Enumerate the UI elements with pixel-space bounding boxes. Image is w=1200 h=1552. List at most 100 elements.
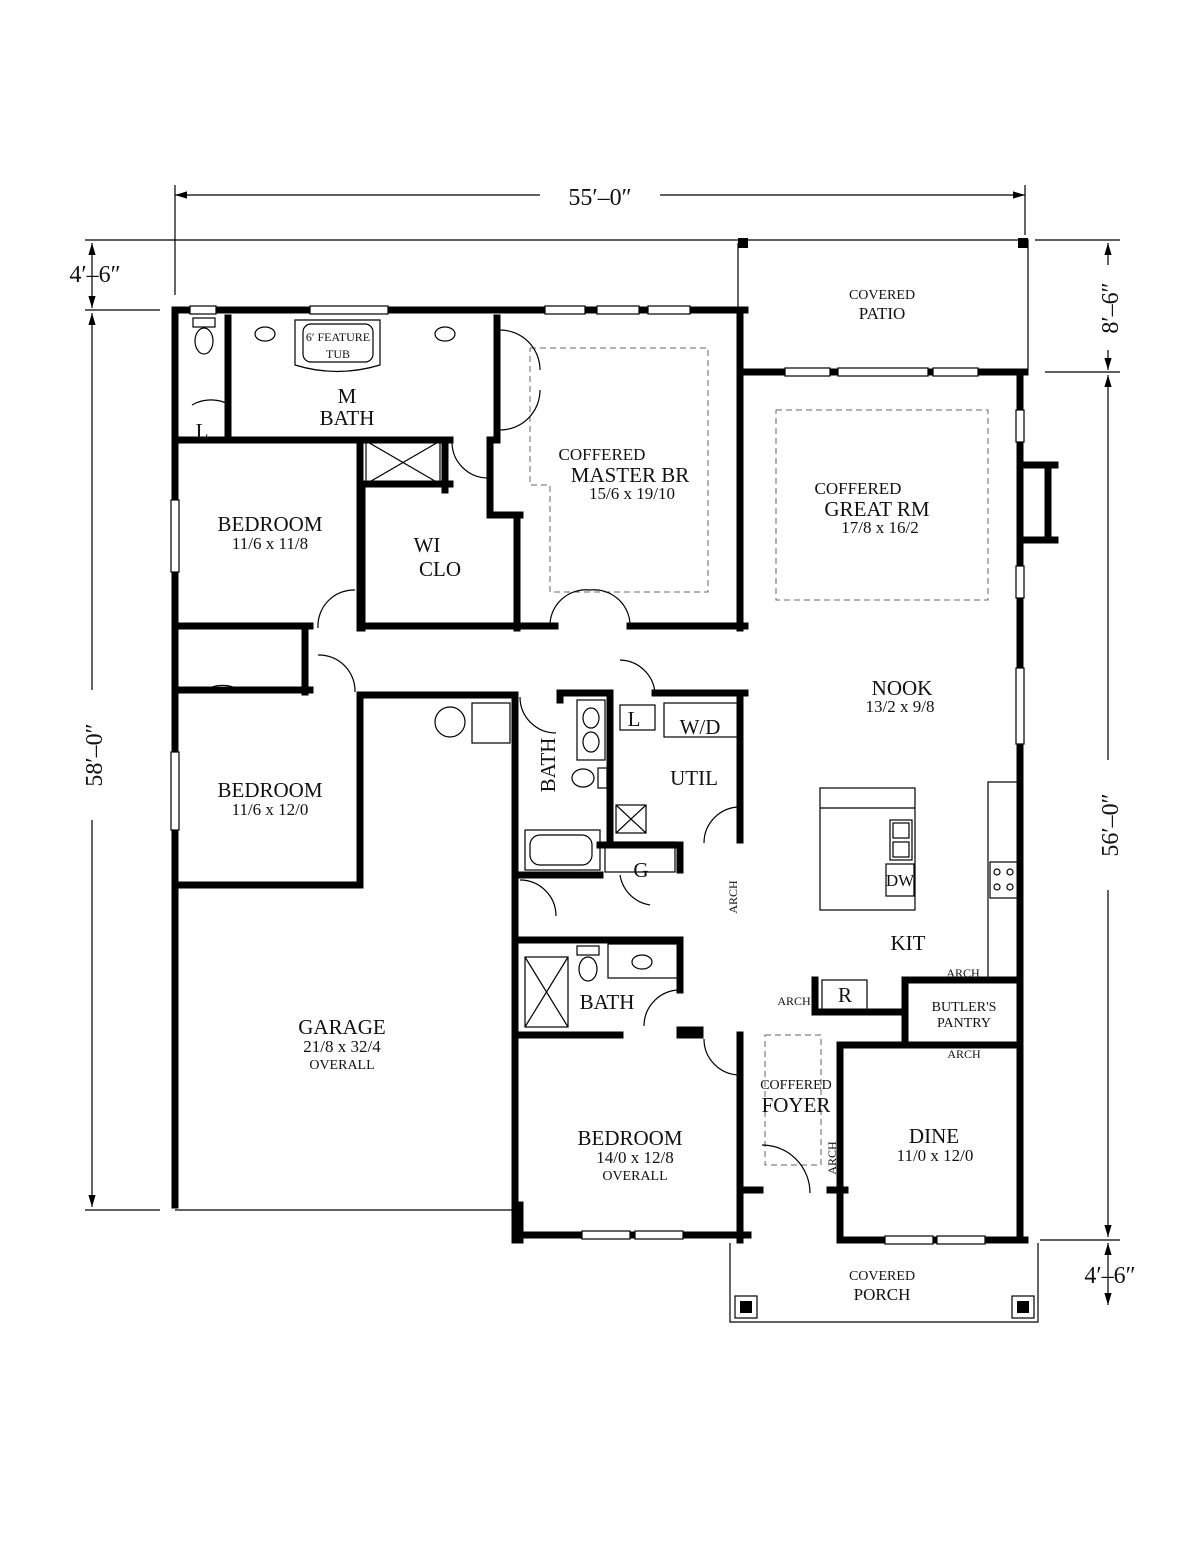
wall-segment [736, 306, 744, 632]
wall-segment [358, 480, 366, 632]
window [634, 1230, 684, 1240]
bedroom1-name: BEDROOM [217, 512, 322, 536]
dim-right-patio-depth: 8′–6″ [1098, 282, 1124, 333]
wall-segment [513, 511, 521, 632]
wall-segment [511, 1031, 624, 1039]
covered-patio-label-2: PATIO [859, 304, 906, 323]
door-swing[interactable] [519, 879, 557, 917]
wall-segment [171, 686, 249, 694]
covered-porch [729, 1243, 1039, 1323]
windows [170, 305, 1025, 1245]
feature-tub [294, 319, 381, 373]
sink-icon [607, 943, 679, 979]
wall-segment [356, 691, 364, 889]
door-swing[interactable] [204, 684, 241, 691]
wall-segment [811, 976, 819, 1016]
wall-segment [511, 691, 519, 1209]
covered-porch-label-2: PORCH [854, 1285, 911, 1304]
master-bath-label: M [338, 384, 357, 408]
wall-segment [241, 686, 314, 694]
doors [191, 329, 811, 1194]
bedroom3-name: BEDROOM [577, 1126, 682, 1150]
wall-segment [811, 1008, 909, 1016]
shower-icon [524, 956, 569, 1028]
door-swing[interactable] [317, 589, 356, 629]
wall-segment [171, 306, 749, 314]
door-swing[interactable] [619, 659, 656, 694]
wall-segment [836, 1041, 914, 1049]
door-swing[interactable] [499, 389, 541, 431]
wi-clo-label: WI [414, 533, 441, 557]
wall-segment [171, 881, 364, 889]
dim-right-depth: 56′–0″ [1098, 793, 1124, 856]
foyer-note: COFFERED [760, 1078, 832, 1093]
wall-segment [901, 976, 909, 1049]
window [932, 367, 979, 377]
wall-segment [1021, 461, 1059, 469]
dim-right-porch-depth: 4′–6″ [1084, 1263, 1135, 1289]
door-swing[interactable] [549, 589, 591, 629]
wall-segment [556, 689, 614, 697]
door-swing[interactable] [589, 589, 631, 629]
door-swing[interactable] [499, 329, 541, 371]
garbage-closet [604, 841, 676, 873]
window [544, 305, 586, 315]
kit-label: KIT [891, 931, 926, 955]
door-swing[interactable] [317, 654, 356, 693]
wall-segment [511, 871, 604, 879]
bedroom1-size: 11/6 x 11/8 [232, 534, 308, 553]
arch-kit-label: ARCH [777, 994, 811, 1008]
bath3-label: BATH [580, 990, 635, 1014]
wall-segment [736, 689, 744, 844]
window [1015, 565, 1025, 599]
window [309, 305, 389, 315]
refrigerator-label: R [838, 983, 852, 1007]
wall-segment [516, 1231, 752, 1239]
dim-left-patio-offset: 4′–6″ [69, 262, 120, 288]
window [170, 751, 180, 831]
wall-segment [511, 1201, 524, 1244]
vanity-sinks [576, 699, 606, 761]
door-swing[interactable] [703, 806, 741, 844]
bedroom3-size: 14/0 x 12/8 [596, 1148, 673, 1167]
window [1015, 667, 1025, 745]
wall-segment [358, 436, 454, 444]
door-swing[interactable] [519, 696, 557, 734]
window [1015, 409, 1025, 443]
wall-segment [836, 1041, 844, 1244]
toilet-icon [192, 317, 216, 355]
arch-hall-label: ARCH [726, 880, 740, 914]
butlers-pantry-label-2: PANTRY [937, 1016, 991, 1031]
wi-clo-label-2: CLO [419, 557, 461, 581]
door-swing[interactable] [619, 874, 651, 906]
door-swing[interactable] [703, 1038, 741, 1076]
door-swing[interactable] [761, 1144, 811, 1194]
washer-dryer [663, 702, 741, 738]
dine-size: 11/0 x 12/0 [897, 1146, 974, 1165]
porch-column-left [734, 1295, 758, 1319]
util-label: UTIL [670, 766, 718, 790]
linen-util-label: L [628, 707, 641, 731]
linen-label: L [196, 419, 209, 443]
toilet-icon [571, 767, 608, 789]
wall-segment [511, 936, 684, 944]
door-swing[interactable] [643, 989, 681, 1027]
refrigerator [821, 979, 868, 1011]
foyer-name: FOYER [762, 1093, 831, 1117]
wall-segment [676, 841, 684, 874]
wall-segment [1021, 536, 1059, 544]
bathtub-icon [524, 829, 601, 871]
window [170, 499, 180, 573]
window [647, 305, 691, 315]
wall-segment [556, 689, 564, 704]
kitchen-island [819, 787, 916, 911]
dishwasher-label: DW [886, 871, 915, 890]
door-swing[interactable] [451, 441, 489, 479]
garage-name: GARAGE [298, 1015, 386, 1039]
bedroom2-name: BEDROOM [217, 778, 322, 802]
wall-segment [301, 622, 309, 696]
window [784, 367, 831, 377]
door-swing[interactable] [191, 399, 231, 406]
garage-note: OVERALL [309, 1058, 374, 1073]
